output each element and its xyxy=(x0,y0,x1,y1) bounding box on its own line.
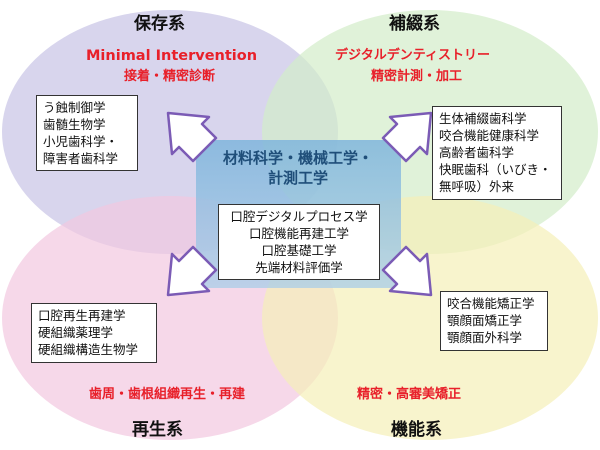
title-top-right: 補綴系 xyxy=(389,14,440,34)
list-item: 咬合機能矯正学 xyxy=(447,296,535,311)
center-title-line1: 材料科学・機械工学・ xyxy=(222,149,373,167)
list-item: 歯髄生物学 xyxy=(43,117,106,132)
arrow-bottom-right xyxy=(381,245,433,297)
list-item: 小児歯科学・ xyxy=(43,134,119,149)
list-item: 口腔再生再建学 xyxy=(38,308,126,323)
subtitle-top-right-2: 精密計測・加工 xyxy=(371,69,463,84)
center-title-line2: 計測工学 xyxy=(267,169,328,187)
list-item: 生体補綴歯科学 xyxy=(439,111,527,126)
list-top-left: う蝕制御学 歯髄生物学 小児歯科学・ 障害者歯科学 xyxy=(36,95,138,171)
subtitle-top-left-en: Minimal Intervention xyxy=(86,48,258,64)
list-item: 顎顔面矯正学 xyxy=(447,313,523,328)
subtitle-top-left-jp: 接着・精密診断 xyxy=(124,69,216,84)
list-item: 先端材料評価学 xyxy=(255,260,343,275)
list-top-right: 生体補綴歯科学 咬合機能健康科学 高齢者歯科学 快眠歯科（いびき・ 無呼吸）外来 xyxy=(432,106,562,200)
list-item: 無呼吸）外来 xyxy=(439,179,515,194)
list-item: 障害者歯科学 xyxy=(43,151,119,166)
list-center: 口腔デジタルプロセス学 口腔機能再建工学 口腔基礎工学 先端材料評価学 xyxy=(218,204,380,280)
caption-bottom-left: 歯周・歯根組織再生・再建 xyxy=(89,387,246,402)
center-title: 材料科学・機械工学・ 計測工学 xyxy=(203,148,393,188)
list-item: 口腔機能再建工学 xyxy=(248,226,349,241)
caption-bottom-right: 精密・高審美矯正 xyxy=(357,387,462,402)
title-bottom-right: 機能系 xyxy=(391,420,442,440)
list-bottom-right: 咬合機能矯正学 顎顔面矯正学 顎顔面外科学 xyxy=(440,291,548,351)
title-bottom-left: 再生系 xyxy=(132,420,183,440)
arrow-bottom-left xyxy=(166,245,218,297)
list-item: 硬組織構造生物学 xyxy=(38,342,139,357)
arrow-top-left xyxy=(166,111,218,163)
arrow-top-right xyxy=(381,111,433,163)
list-item: 硬組織薬理学 xyxy=(38,325,114,340)
list-item: 口腔デジタルプロセス学 xyxy=(230,209,368,224)
list-item: 快眠歯科（いびき・ xyxy=(439,162,552,177)
subtitle-top-right-1: デジタルデンティストリー xyxy=(335,48,490,63)
list-item: 咬合機能健康科学 xyxy=(439,128,540,143)
title-top-left: 保存系 xyxy=(134,14,185,34)
list-bottom-left: 口腔再生再建学 硬組織薬理学 硬組織構造生物学 xyxy=(31,303,157,363)
list-item: う蝕制御学 xyxy=(43,100,106,115)
list-item: 口腔基礎工学 xyxy=(261,243,337,258)
list-item: 高齢者歯科学 xyxy=(439,145,515,160)
list-item: 顎顔面外科学 xyxy=(447,330,523,345)
